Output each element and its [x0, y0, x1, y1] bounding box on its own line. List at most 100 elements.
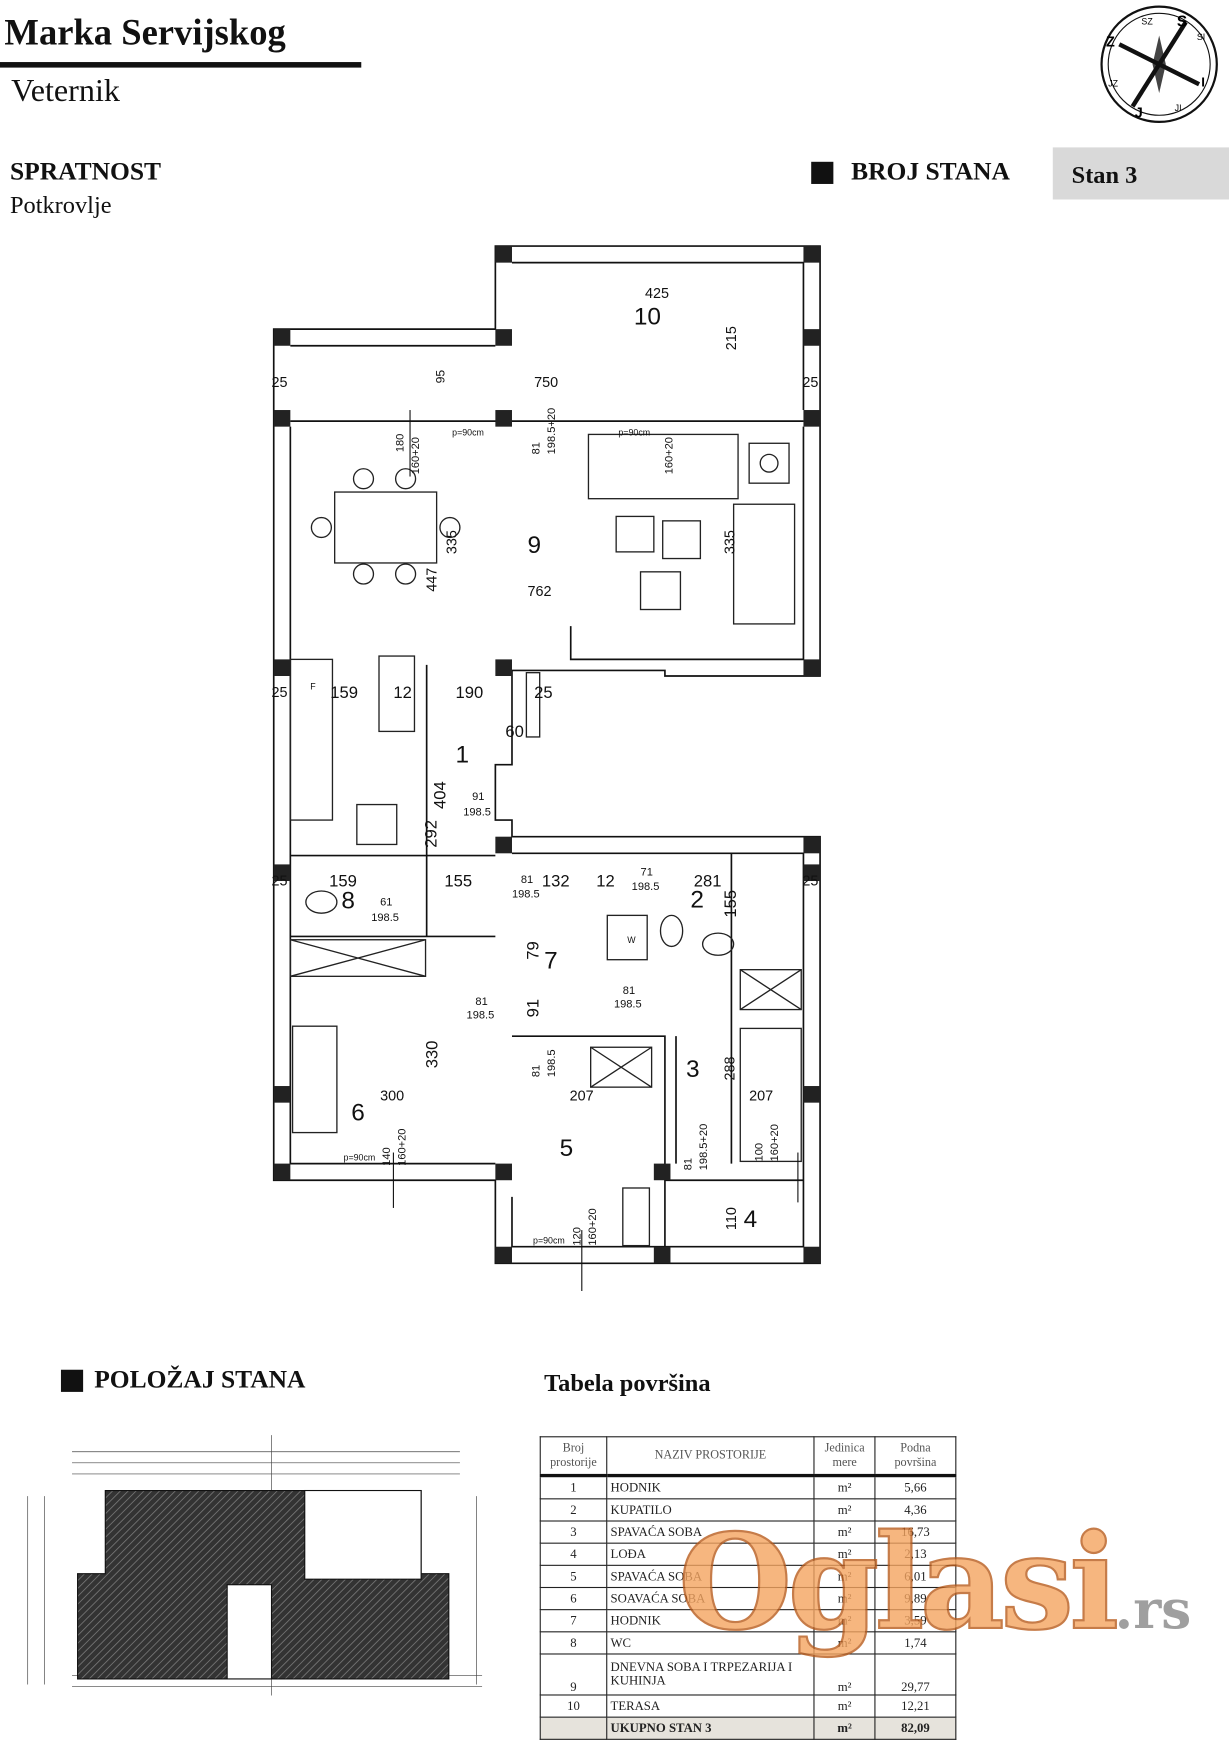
cell: 5 [539, 1564, 608, 1589]
dim: p=90cm [533, 1235, 565, 1245]
cell: KUPATILO [606, 1498, 815, 1522]
dim: 25 [534, 683, 552, 702]
dim: 12 [393, 683, 411, 702]
area-table: Broj prostorije NAZIV PROSTORIJE Jedinic… [539, 1436, 957, 1740]
dim: 198.5 [632, 881, 660, 893]
cell: HODNIK [606, 1475, 815, 1500]
dim: 25 [802, 873, 818, 889]
cell: SPAVAĆA SOBA [606, 1564, 815, 1589]
watermark-tld: .rs [1114, 1579, 1192, 1642]
room-number-1: 1 [455, 741, 469, 768]
cell: 6 [539, 1586, 608, 1611]
room-number-8: 8 [341, 888, 355, 915]
dim: 81 [531, 1065, 543, 1077]
dim: 120 [572, 1227, 584, 1245]
table-title: Tabela površina [544, 1368, 711, 1397]
cell: 4 [539, 1542, 608, 1566]
dim: 292 [422, 820, 441, 848]
cell: 2 [539, 1498, 608, 1522]
building-position-thumbnail [27, 1435, 483, 1696]
dim: 100 [753, 1143, 765, 1161]
dim: 281 [694, 872, 722, 891]
dim: 180 [394, 434, 406, 452]
dim: 160+20 [587, 1208, 599, 1245]
compass-icon: S SI I JI J JZ Z SZ [1100, 5, 1218, 124]
dim: 95 [433, 370, 447, 384]
cell: m² [813, 1653, 876, 1696]
room-number-2: 2 [690, 887, 704, 914]
dim: 25 [272, 685, 288, 701]
watermark-text: Oglasi [677, 1504, 1120, 1660]
dim: 198.5 [467, 1009, 495, 1021]
cell: m² [813, 1609, 876, 1633]
title-underline [0, 62, 362, 68]
cell: 8 [539, 1631, 608, 1655]
dim: 447 [425, 568, 441, 592]
cell: m² [813, 1475, 876, 1500]
compass-si: SI [1197, 32, 1205, 42]
cell: m² [813, 1716, 876, 1740]
dim: 25 [802, 375, 818, 391]
position-title: POLOŽAJ STANA [94, 1365, 306, 1394]
dim: 81 [683, 1158, 695, 1170]
cell: HODNIK [606, 1609, 815, 1633]
dim: 132 [542, 872, 570, 891]
cell [539, 1716, 608, 1740]
dim: 159 [329, 872, 357, 891]
dim: 159 [330, 683, 358, 702]
dim: 198.5+20 [698, 1124, 710, 1171]
dim: 160+20 [410, 437, 422, 474]
col-header: Broj prostorije [539, 1436, 608, 1478]
dim: 404 [430, 781, 449, 809]
col-header: NAZIV PROSTORIJE [606, 1436, 815, 1478]
dim: F [310, 681, 316, 691]
bullet-square-icon [60, 1369, 84, 1392]
dim: p=90cm [618, 428, 650, 438]
apartment-label: BROJ STANA [851, 157, 1010, 186]
dim: 60 [505, 722, 523, 741]
cell: TERASA [606, 1694, 815, 1718]
compass-i: I [1201, 74, 1205, 89]
dim: 198.5+20 [546, 408, 558, 455]
dim: 750 [534, 375, 558, 391]
cell: 3,59 [874, 1609, 957, 1633]
watermark-logo: Oglasi.rs [677, 1504, 1192, 1660]
dim: 160+20 [769, 1124, 781, 1161]
dim: 198.5 [463, 807, 491, 819]
table-header-row: Broj prostorije NAZIV PROSTORIJE Jedinic… [539, 1436, 957, 1478]
dim: 25 [272, 873, 288, 889]
cell: DNEVNA SOBA I TRPEZARIJA I KUHINJA [606, 1653, 815, 1696]
dim: 81 [521, 874, 533, 886]
cell: 6,01 [874, 1564, 957, 1589]
floor-label: SPRATNOST [9, 157, 162, 186]
dim: 140 [381, 1147, 393, 1165]
cell: 12,21 [874, 1694, 957, 1718]
cell: SPAVAĆA SOBA [606, 1520, 815, 1544]
dim: 190 [455, 683, 483, 702]
dim: 25 [272, 375, 288, 391]
dim: 288 [723, 1056, 739, 1080]
room-number-5: 5 [560, 1135, 574, 1162]
dim: 330 [423, 1041, 442, 1069]
compass-ji: JI [1175, 103, 1182, 113]
cell: m² [813, 1694, 876, 1718]
compass-z: Z [1106, 35, 1115, 51]
dim: p=90cm [344, 1152, 376, 1162]
compass-s: S [1177, 14, 1187, 31]
apartment-number: Stan 3 [1071, 160, 1138, 189]
street-title: Marka Servijskog [4, 13, 286, 54]
dim: 79 [524, 941, 543, 959]
cell: 3 [539, 1520, 608, 1544]
cell: 10 [539, 1694, 608, 1718]
dim: 207 [570, 1088, 594, 1104]
cell: 9 [539, 1653, 608, 1696]
dim: 762 [528, 584, 552, 600]
dim: 160+20 [664, 437, 676, 474]
room-number-10: 10 [634, 304, 661, 331]
floor-value: Potkrovlje [9, 190, 112, 219]
col-header: Podna površina [874, 1436, 957, 1478]
